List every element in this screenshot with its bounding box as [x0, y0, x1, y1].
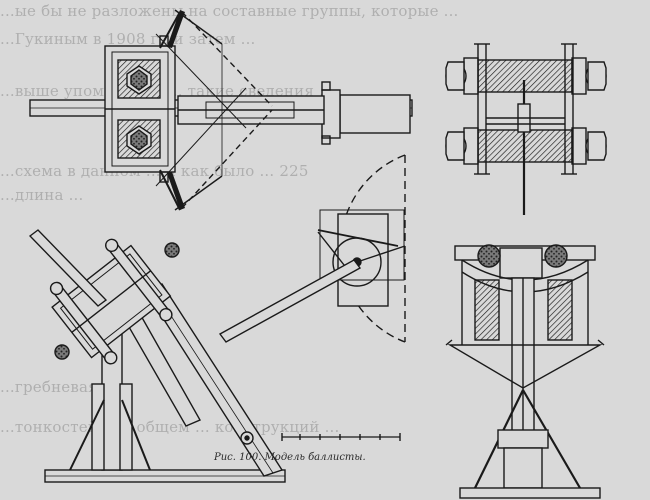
front-view — [445, 43, 607, 215]
bleed-through-line: ...гребневая ... — [0, 378, 118, 396]
side-view — [28, 229, 286, 483]
throwing-arm — [28, 229, 108, 307]
plan-view — [29, 9, 413, 211]
figure-caption: Рис. 100. Модель баллисты. — [214, 452, 366, 463]
v-frame — [447, 344, 603, 389]
lower-collar — [497, 429, 549, 449]
base-plate — [459, 487, 601, 499]
bleed-through-line: ...Гукиным в 1908 г., и затем ... — [0, 30, 256, 48]
section-view — [445, 244, 605, 499]
bleed-through-line: ...ые бы не разложены на составные групп… — [0, 2, 459, 20]
lever-arm — [218, 259, 362, 343]
sight-detail — [218, 154, 406, 343]
spring-column-right — [547, 279, 573, 341]
spring-column-left — [474, 279, 500, 341]
rear-block — [339, 94, 411, 134]
scale-bar — [281, 433, 401, 441]
bleed-through-line: ...длина ... — [0, 186, 84, 204]
